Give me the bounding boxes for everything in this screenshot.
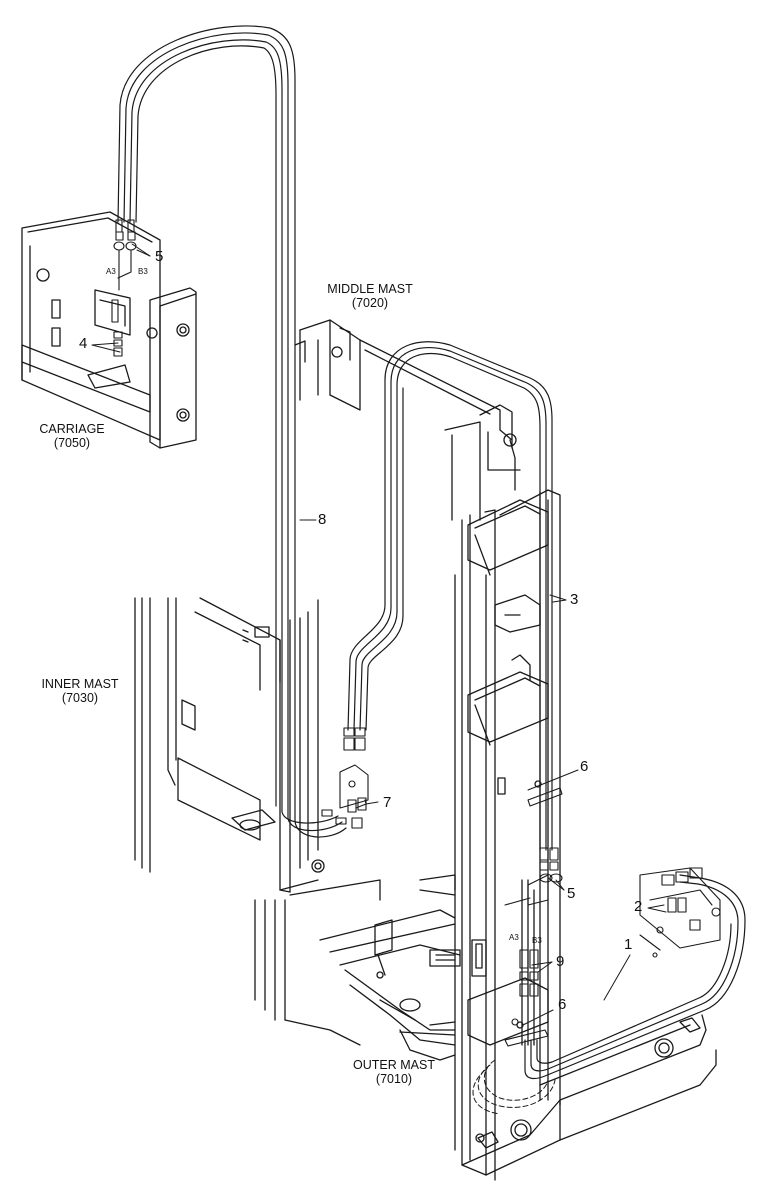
callout-5-outer: 5: [567, 885, 576, 902]
callout-3: 3: [570, 591, 579, 608]
carriage-label: CARRIAGE (7050): [20, 422, 124, 450]
outer-mast-assembly: [254, 489, 717, 1181]
carriage-assembly: [21, 211, 197, 449]
middle-mast-label: MIDDLE MAST (7020): [320, 282, 420, 310]
hose-8: [117, 25, 347, 838]
inner-mast-assembly: [134, 597, 325, 893]
outer-port-a3: A3: [509, 933, 519, 942]
callout-6-lower: 6: [558, 996, 567, 1013]
callout-5-carriage: 5: [155, 248, 164, 265]
middle-mast-assembly: [294, 319, 521, 521]
callout-2: 2: [634, 898, 643, 915]
callout-9: 9: [556, 953, 565, 970]
hose-3: [347, 341, 553, 851]
callout-7: 7: [383, 794, 392, 811]
inner-mast-label: INNER MAST (7030): [28, 677, 132, 705]
callout-6-upper: 6: [580, 758, 589, 775]
callout-4: 4: [79, 335, 88, 352]
middle-mast-name: MIDDLE MAST: [327, 282, 413, 296]
hose-1: [524, 874, 746, 1080]
hose-loop-outer-mast: [472, 1059, 556, 1115]
fittings: [111, 219, 721, 1047]
carriage-code: (7050): [53, 436, 91, 450]
callout-8: 8: [318, 511, 327, 528]
callout-1: 1: [624, 936, 633, 953]
carriage-port-b3: B3: [138, 267, 148, 276]
outer-mast-name: OUTER MAST: [353, 1058, 435, 1072]
middle-mast-code: (7020): [351, 296, 389, 310]
outer-port-b3: B3: [532, 936, 542, 945]
outer-mast-code: (7010): [375, 1072, 413, 1086]
outer-mast-label: OUTER MAST (7010): [342, 1058, 446, 1086]
leader-lines: [91, 243, 667, 1026]
inner-mast-code: (7030): [61, 691, 99, 705]
carriage-port-a3: A3: [106, 267, 116, 276]
carriage-name: CARRIAGE: [39, 422, 105, 436]
inner-mast-name: INNER MAST: [41, 677, 119, 691]
